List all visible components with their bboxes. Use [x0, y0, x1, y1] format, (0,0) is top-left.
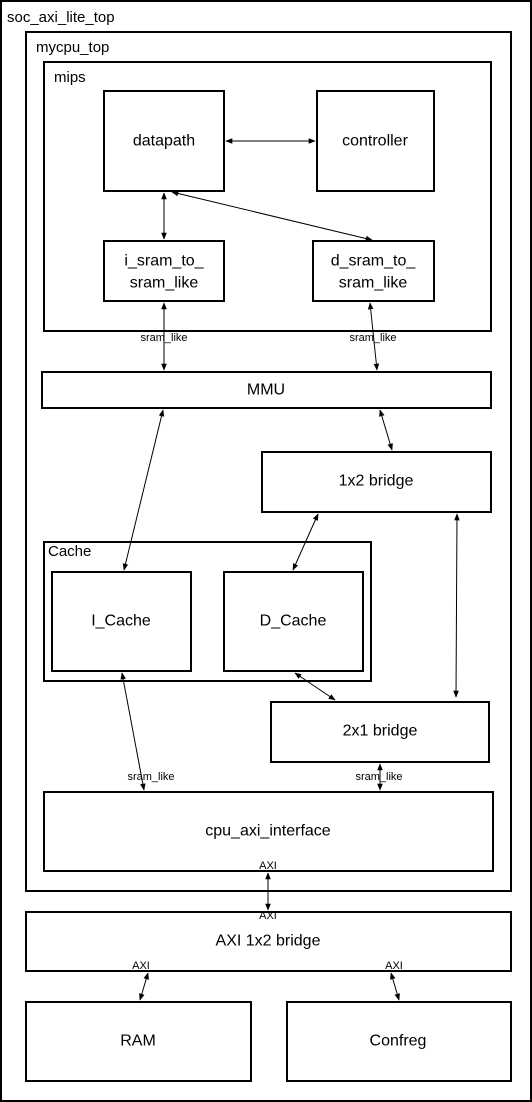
bridge-1x2-bridge-2x1-connector [453, 513, 460, 698]
d-cache-label: D_Cache [260, 613, 327, 630]
d-sram-label-line2: sram_like [339, 275, 408, 292]
axi-1x2-bridge-block [25, 911, 512, 972]
i-sram-label-line1: i_sram_to_ [124, 253, 204, 270]
axi-confreg-label: AXI [385, 960, 403, 972]
axi-cpu-out-label: AXI [259, 860, 277, 872]
ram-block [25, 1001, 252, 1082]
soc-axi-lite-top-label: soc_axi_lite_top [7, 9, 115, 26]
datapath-d-sram-connector [171, 190, 373, 242]
d-cache-bridge-2x1-connector [294, 672, 336, 701]
d-sram-mmu-connector [367, 302, 380, 371]
sram-like-left-bottom-label: sram_like [127, 771, 174, 783]
mmu-bridge-1x2-connector [379, 409, 393, 451]
d-sram-to-sram-like-block [312, 240, 435, 302]
confreg-block [286, 1001, 512, 1082]
d-sram-label-line1: d_sram_to_ [331, 253, 417, 270]
axi-bridge-in-label: AXI [259, 910, 277, 922]
i-sram-label-line2: sram_like [130, 275, 199, 292]
mycpu-top-label: mycpu_top [36, 39, 109, 56]
d-cache-block [223, 571, 364, 672]
sram-like-right-top-label: sram_like [349, 332, 396, 344]
axi-bridge-confreg-connector [390, 972, 400, 1001]
bridge-1x2-block [261, 451, 492, 513]
mmu-label: MMU [247, 382, 285, 399]
bridge-1x2-d-cache-connector [292, 513, 319, 571]
confreg-label: Confreg [370, 1033, 427, 1050]
i-cache-block [51, 571, 192, 672]
i-sram-to-sram-like-block [103, 240, 225, 302]
bridge-2x1-block [270, 701, 490, 763]
cpu-axi-interface-label: cpu_axi_interface [205, 823, 331, 840]
controller-block [316, 90, 435, 192]
bridge-1x2-label: 1x2 bridge [339, 473, 414, 490]
i-cache-label: I_Cache [91, 613, 151, 630]
mmu-block [41, 371, 492, 409]
controller-label: controller [342, 133, 408, 150]
sram-like-right-bottom-label: sram_like [355, 771, 402, 783]
sram-like-left-top-label: sram_like [140, 332, 187, 344]
axi-1x2-bridge-label: AXI 1x2 bridge [216, 933, 321, 950]
axi-ram-label: AXI [132, 960, 150, 972]
mips-label: mips [54, 69, 86, 86]
axi-bridge-ram-connector [139, 972, 149, 1001]
mmu-i-cache-connector [122, 409, 165, 571]
cache-label: Cache [48, 543, 91, 560]
datapath-label: datapath [133, 133, 195, 150]
ram-label: RAM [120, 1033, 156, 1050]
datapath-block [103, 90, 225, 192]
bridge-2x1-label: 2x1 bridge [343, 723, 418, 740]
cpu-axi-interface-block [43, 791, 494, 872]
i-cache-cpu-axi-connector [120, 672, 146, 791]
